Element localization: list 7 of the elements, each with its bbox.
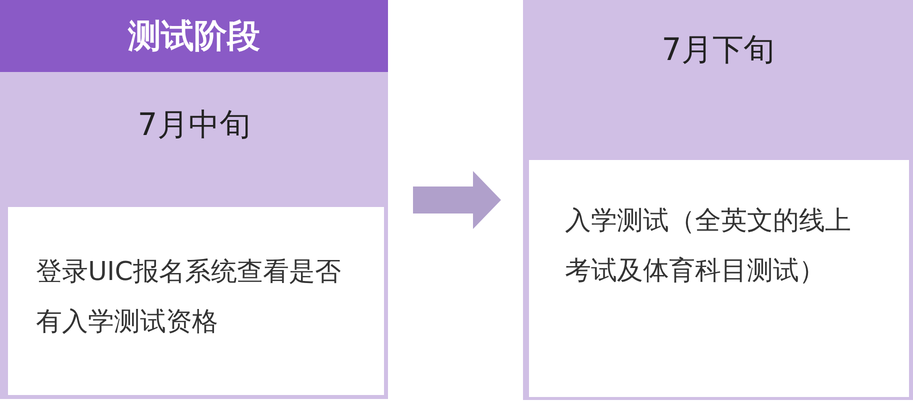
header-band: 测试阶段 bbox=[0, 0, 388, 72]
stage-card bbox=[523, 0, 913, 400]
date-text: 7月下旬 bbox=[662, 31, 774, 70]
date-text: 7月中旬 bbox=[138, 106, 250, 145]
stage-card bbox=[0, 0, 388, 399]
description-box: 登录UIC报名系统查看是否有入学测试资格 bbox=[8, 207, 384, 395]
description-box: 入学测试（全英文的线上考试及体育科目测试） bbox=[529, 160, 909, 397]
